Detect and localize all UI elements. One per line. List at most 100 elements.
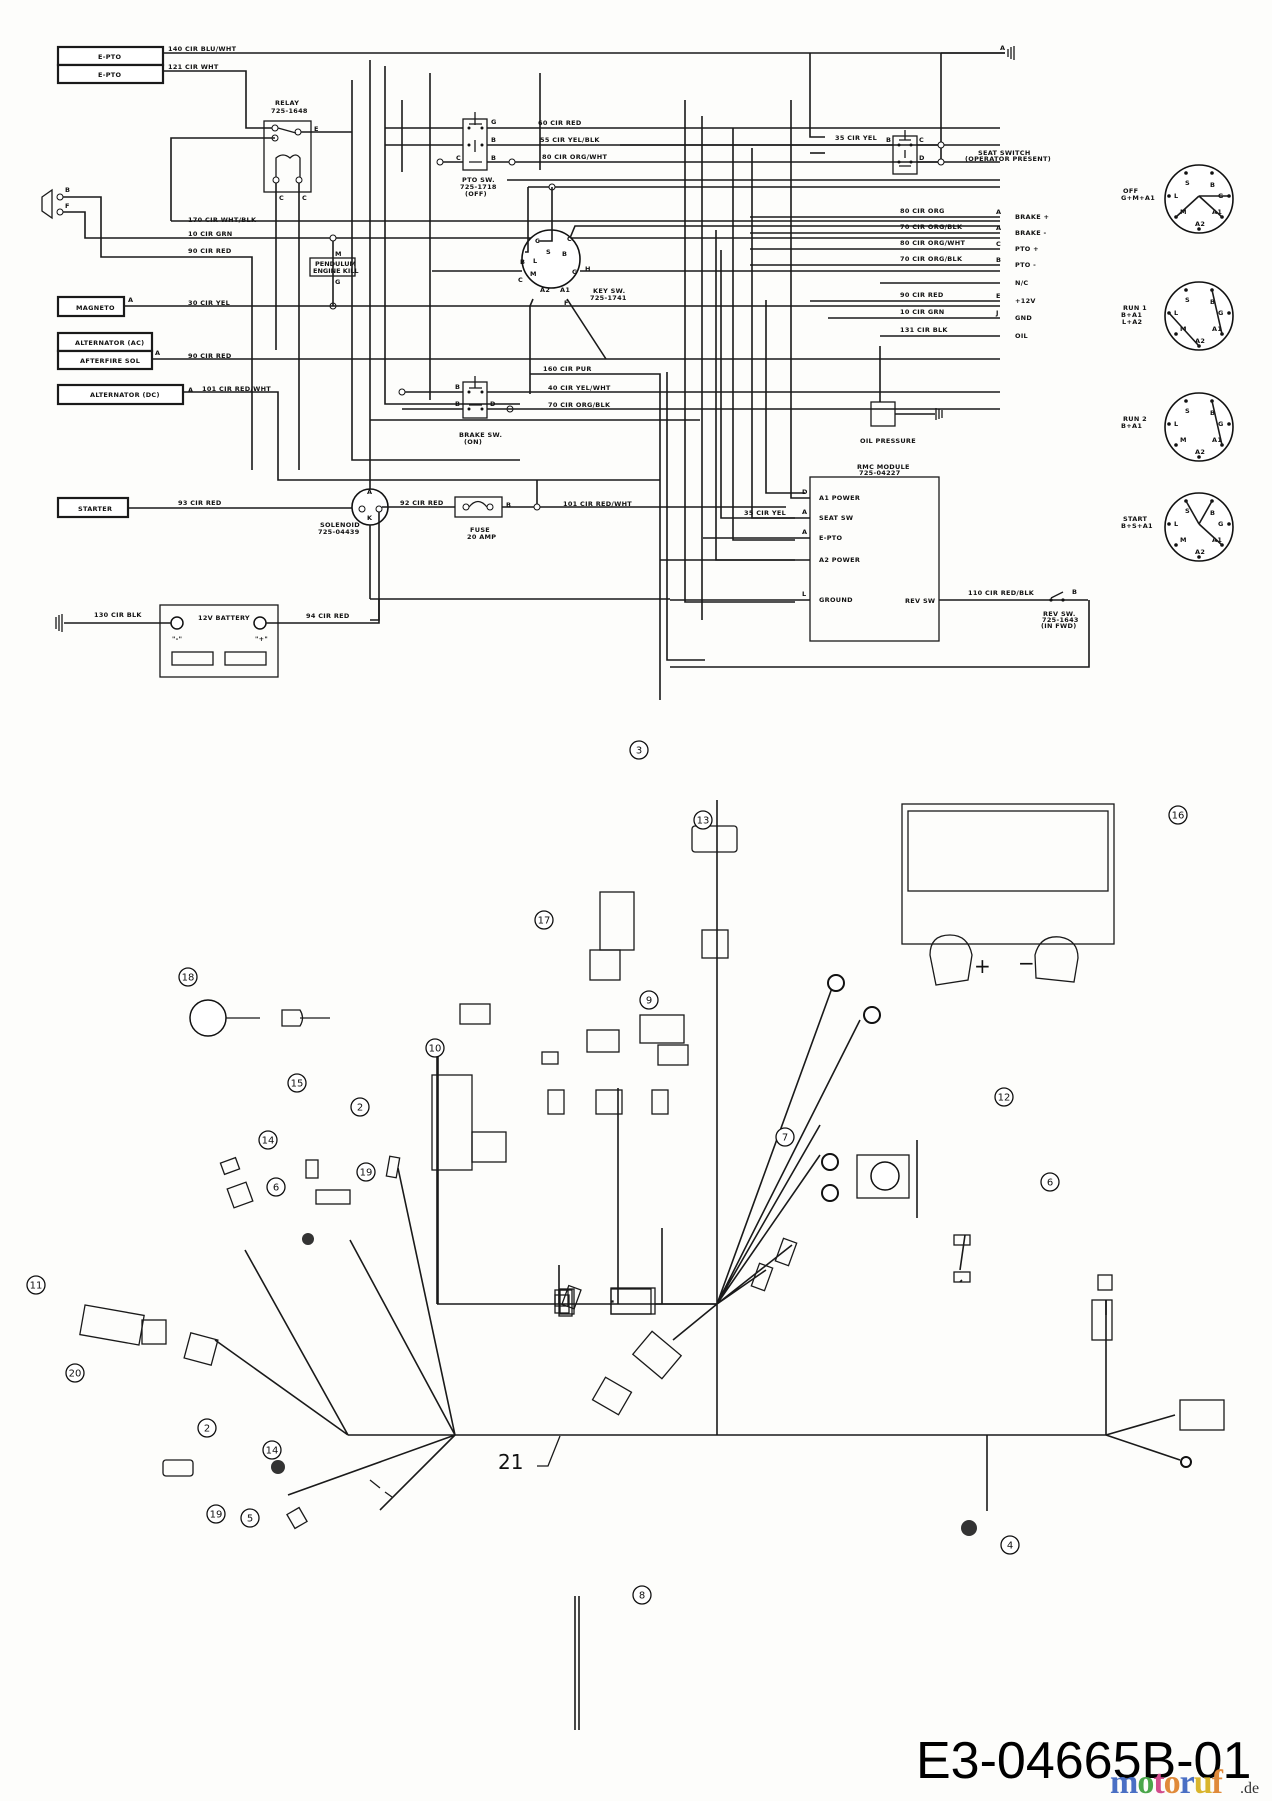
rmc-pin: DA1 POWER <box>802 488 860 502</box>
callout-number: 12 <box>998 1093 1011 1104</box>
dial-letter: A1 <box>1212 325 1222 333</box>
pin-label: D <box>802 488 808 496</box>
pin-label: A <box>996 224 1001 232</box>
wire-label: 101 CIR RED/WHT <box>563 500 632 508</box>
callout-2: 2 <box>350 1097 370 1117</box>
dial-terminal <box>1227 311 1231 315</box>
callout-circle <box>775 1127 795 1147</box>
dial-letter: L <box>1174 420 1178 428</box>
connector-label: N/C <box>1015 279 1028 287</box>
wire-label: 101 CIR RED/WHT <box>202 385 271 393</box>
dial-terminal <box>1227 522 1231 526</box>
connector-label: BRAKE + <box>1015 213 1049 221</box>
pin-label: J <box>995 309 999 317</box>
wire-label: 131 CIR BLK <box>900 326 948 334</box>
callout-circle <box>356 1162 376 1182</box>
dial-circle <box>1164 164 1234 234</box>
light-icon: B F <box>41 186 70 220</box>
oil-pressure-label: OIL PRESSURE <box>860 437 916 445</box>
dial-letter: A1 <box>1212 436 1222 444</box>
dial-letter: B <box>1210 181 1215 189</box>
brake-switch-state: (ON) <box>464 438 482 446</box>
callout-circle <box>258 1130 278 1150</box>
reverse-switch: B REV SW. 725-1643 (IN FWD) <box>1041 588 1079 630</box>
pin-label: C <box>996 240 1001 248</box>
callout-circle <box>240 1508 260 1528</box>
connector-row: N/C <box>880 279 1028 287</box>
dial-terminal <box>1167 522 1171 526</box>
relay: RELAY 725-1648 E C C <box>263 99 318 202</box>
svg-text:L: L <box>533 257 537 265</box>
pin-label: G <box>491 118 497 126</box>
dial-terminal <box>1174 543 1178 547</box>
callout-14: 14 <box>262 1440 282 1460</box>
pin-label: B <box>455 383 460 391</box>
seat-switch-note: (OPERATOR PRESENT) <box>965 155 1051 163</box>
rev-switch-state: (IN FWD) <box>1041 622 1076 630</box>
pin-label: C <box>456 154 461 162</box>
callout-number: 11 <box>30 1281 43 1292</box>
pin-label: D <box>490 400 496 408</box>
relay-label: RELAY <box>275 99 299 107</box>
callout-number: 5 <box>247 1514 253 1525</box>
dial-letter: L <box>1174 192 1178 200</box>
connector-label: +12V <box>1015 297 1036 305</box>
dial-letter: G <box>1218 309 1224 317</box>
dial-letter: A2 <box>1195 337 1205 345</box>
dial-letter: B <box>1210 409 1215 417</box>
callout-10: 10 <box>425 1038 445 1058</box>
svg-text:C: C <box>518 276 523 284</box>
watermark-letter: r <box>1179 1764 1195 1801</box>
rev-switch-part: 725-1643 <box>1042 616 1079 624</box>
dial-letter: A2 <box>1195 548 1205 556</box>
dial-connection <box>1198 523 1223 546</box>
connector-label: PTO + <box>1015 245 1039 253</box>
callout-number: 6 <box>273 1183 279 1194</box>
starter-label: STARTER <box>78 505 112 513</box>
callout-14: 14 <box>258 1130 278 1150</box>
dial-terminal <box>1184 399 1188 403</box>
callout-15: 15 <box>287 1073 307 1093</box>
rmc-label: RMC MODULE <box>857 463 910 471</box>
wire-label: 92 CIR RED <box>400 499 444 507</box>
brake-switch: B B D BRAKE SW. (ON) <box>455 376 502 446</box>
magneto-label: MAGNETO <box>76 304 115 312</box>
callout-number: 17 <box>538 916 551 927</box>
callout-circle <box>65 1363 85 1383</box>
battery-pos: "+" <box>255 635 268 643</box>
callout-circle <box>994 1087 1014 1107</box>
callout-circle <box>629 740 649 760</box>
callout-5: 5 <box>240 1508 260 1528</box>
alternator-afterfire-box: ALTERNATOR (AC) AFTERFIRE SOL A <box>56 331 160 371</box>
wire-label: 40 CIR YEL/WHT <box>548 384 611 392</box>
harness-number: 21 <box>498 1450 523 1474</box>
callout-3: 3 <box>629 740 649 760</box>
magneto-box: MAGNETO A <box>56 295 133 318</box>
dial-connection <box>1198 500 1213 525</box>
afterfire-label: AFTERFIRE SOL <box>80 357 140 365</box>
svg-text:H: H <box>585 265 591 273</box>
solenoid-label: SOLENOID <box>320 521 360 529</box>
callout-number: 20 <box>69 1369 82 1380</box>
pto-state: (OFF) <box>465 190 487 198</box>
svg-text:A1: A1 <box>560 286 570 294</box>
dial-letter: M <box>1180 208 1187 216</box>
rmc-pin-rev: REV SW <box>905 597 935 605</box>
dial-terminal <box>1197 455 1201 459</box>
key-switch: C S B L B M G H C A2 A1 F C KEY SW. 725-… <box>518 229 627 307</box>
rmc-pin-label: SEAT SW <box>819 514 853 522</box>
dial-letter: B <box>1210 298 1215 306</box>
callout-circle <box>178 967 198 987</box>
callout-number: 10 <box>429 1044 442 1055</box>
dial-letter: G <box>1218 520 1224 528</box>
callout-number: 4 <box>1007 1541 1013 1552</box>
dial-letter: B <box>1210 509 1215 517</box>
callout-circle <box>266 1177 286 1197</box>
dial-letter: M <box>1180 536 1187 544</box>
wire-label: 160 CIR PUR <box>543 365 592 373</box>
